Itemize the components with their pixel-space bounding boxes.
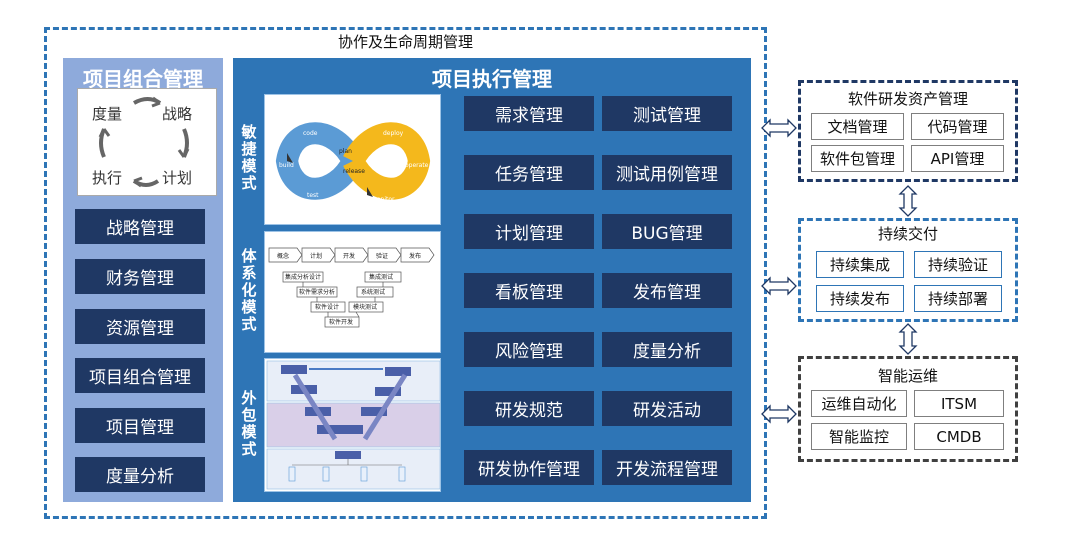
cycle-plan: 计划 bbox=[162, 169, 193, 187]
process-box-label: 集成分析设计 bbox=[285, 273, 321, 281]
stage-label: 开发 bbox=[343, 252, 355, 260]
process-box-label: 软件设计 bbox=[315, 303, 339, 311]
portfolio-item-project[interactable]: 项目管理 bbox=[75, 408, 205, 443]
process-box-label: 系统测试 bbox=[361, 288, 385, 296]
process-box-label: 软件需求分析 bbox=[299, 288, 335, 296]
devops-word: plan bbox=[339, 148, 352, 155]
cycle-execute: 执行 bbox=[92, 169, 123, 187]
asset-packages[interactable]: 软件包管理 bbox=[811, 145, 904, 172]
strategy-cycle: 度量 战略 执行 计划 bbox=[77, 88, 217, 196]
delivery-deployment[interactable]: 持续部署 bbox=[914, 285, 1002, 312]
delivery-verification[interactable]: 持续验证 bbox=[914, 251, 1002, 278]
lifecycle-title: 协作及生命周期管理 bbox=[337, 33, 473, 51]
aiops-title: 智能运维 bbox=[877, 367, 938, 385]
process-box-label: 模块测试 bbox=[353, 303, 377, 311]
exec-item-collaboration[interactable]: 研发协作管理 bbox=[464, 450, 594, 485]
exec-item-tasks[interactable]: 任务管理 bbox=[464, 155, 594, 190]
portfolio-item-finance[interactable]: 财务管理 bbox=[75, 259, 205, 294]
exec-item-test-cases[interactable]: 测试用例管理 bbox=[602, 155, 732, 190]
portfolio-item-resource[interactable]: 资源管理 bbox=[75, 309, 205, 344]
exec-item-bugs[interactable]: BUG管理 bbox=[602, 214, 732, 249]
ops-cmdb[interactable]: CMDB bbox=[914, 423, 1004, 450]
portfolio-item-strategy[interactable]: 战略管理 bbox=[75, 209, 205, 244]
devops-word: code bbox=[303, 130, 318, 137]
devops-word: build bbox=[279, 162, 294, 169]
systematic-flow-diagram: 概念 计划 开发 验证 发布 集成分析设计 软件需求分析 软件设计 软件开发 集… bbox=[268, 247, 435, 328]
exec-item-plans[interactable]: 计划管理 bbox=[464, 214, 594, 249]
delivery-release[interactable]: 持续发布 bbox=[816, 285, 904, 312]
mode-outsource-label: 外包模式 bbox=[241, 389, 257, 458]
devops-word: test bbox=[307, 192, 319, 199]
portfolio-item-metrics[interactable]: 度量分析 bbox=[75, 457, 205, 492]
devops-word: operate bbox=[405, 162, 429, 169]
devops-infinity-icon: code plan build test release deploy oper… bbox=[275, 122, 431, 203]
exec-item-risk[interactable]: 风险管理 bbox=[464, 332, 594, 367]
exec-item-kanban[interactable]: 看板管理 bbox=[464, 273, 594, 308]
exec-item-release[interactable]: 发布管理 bbox=[602, 273, 732, 308]
devops-word: release bbox=[343, 168, 365, 175]
vertical-double-arrow-icon bbox=[898, 323, 918, 355]
devops-word: monitor bbox=[371, 196, 395, 203]
stage-label: 发布 bbox=[409, 252, 421, 260]
exec-item-activities[interactable]: 研发活动 bbox=[602, 391, 732, 426]
double-arrow-icon bbox=[761, 276, 797, 296]
continuous-delivery-title: 持续交付 bbox=[877, 225, 938, 243]
cycle-arrows-icon bbox=[98, 96, 190, 188]
stage-label: 概念 bbox=[277, 252, 289, 260]
stage-label: 计划 bbox=[310, 252, 322, 260]
exec-item-testing[interactable]: 测试管理 bbox=[602, 96, 732, 131]
systematic-process-image: 概念 计划 开发 验证 发布 集成分析设计 软件需求分析 软件设计 软件开发 集… bbox=[264, 231, 441, 353]
exec-item-metrics[interactable]: 度量分析 bbox=[602, 332, 732, 367]
portfolio-title: 项目组合管理 bbox=[83, 67, 203, 91]
exec-item-standards[interactable]: 研发规范 bbox=[464, 391, 594, 426]
devops-loop-image: code plan build test release deploy oper… bbox=[264, 94, 441, 225]
asset-docs[interactable]: 文档管理 bbox=[811, 113, 904, 140]
double-arrow-icon bbox=[761, 118, 797, 138]
vertical-double-arrow-icon bbox=[898, 185, 918, 217]
exec-item-dev-process[interactable]: 开发流程管理 bbox=[602, 450, 732, 485]
ops-automation[interactable]: 运维自动化 bbox=[811, 390, 907, 417]
outsource-process-image bbox=[264, 358, 441, 492]
cycle-measure: 度量 bbox=[92, 105, 123, 123]
stage-label: 验证 bbox=[376, 252, 388, 260]
process-box-label: 软件开发 bbox=[329, 318, 353, 326]
outsource-flow-diagram bbox=[266, 360, 440, 490]
asset-code[interactable]: 代码管理 bbox=[911, 113, 1004, 140]
execution-title: 项目执行管理 bbox=[432, 67, 552, 91]
delivery-integration[interactable]: 持续集成 bbox=[816, 251, 904, 278]
exec-item-requirements[interactable]: 需求管理 bbox=[464, 96, 594, 131]
asset-api[interactable]: API管理 bbox=[911, 145, 1004, 172]
portfolio-item-portfolio[interactable]: 项目组合管理 bbox=[75, 358, 205, 393]
ops-itsm[interactable]: ITSM bbox=[914, 390, 1004, 417]
devops-word: deploy bbox=[383, 130, 404, 137]
double-arrow-icon bbox=[761, 404, 797, 424]
cycle-strategy: 战略 bbox=[162, 105, 193, 123]
asset-management-title: 软件研发资产管理 bbox=[847, 90, 968, 108]
mode-agile-label: 敏捷模式 bbox=[241, 123, 257, 192]
lifecycle-frame bbox=[44, 27, 767, 519]
mode-systematic-label: 体系化模式 bbox=[241, 247, 257, 333]
ops-monitoring[interactable]: 智能监控 bbox=[811, 423, 907, 450]
process-box-label: 集成测试 bbox=[369, 273, 393, 281]
